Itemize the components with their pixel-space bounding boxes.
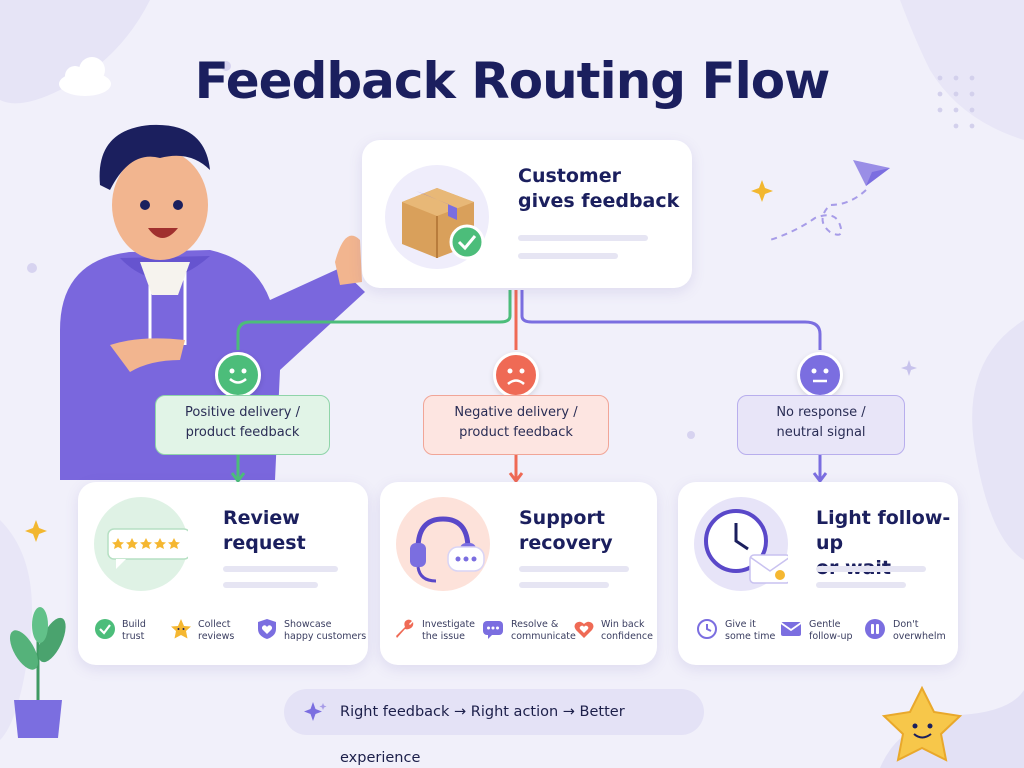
wrench-icon [396, 619, 414, 638]
footer-dont-overwhelm: Don't overwhelm [893, 619, 946, 642]
positive-feedback-label: Positive delivery / product feedback [155, 395, 330, 455]
footer-investigate: Investigate the issue [422, 619, 476, 642]
support-recovery-title: Support recovery [519, 507, 613, 554]
person-illustration [60, 124, 365, 480]
placeholder-line [519, 582, 609, 588]
sparkle-icon [901, 360, 917, 376]
footer-collect-reviews: Collect reviews [198, 619, 235, 642]
five-star-review-icon [94, 497, 188, 591]
star-face-icon [171, 619, 191, 639]
footer-build-trust: Build trust [122, 619, 146, 642]
sad-face-icon [493, 352, 539, 398]
plant-illustration [10, 607, 66, 738]
footer-win-back: Win back confidence [601, 619, 654, 642]
summary-banner-text: Right feedback → Right action → Better e… [340, 704, 625, 766]
sparkle-icon [304, 702, 327, 721]
happy-face-icon [215, 352, 261, 398]
footer-showcase: Showcase happy customers [284, 619, 367, 642]
neutral-face-icon [797, 352, 843, 398]
light-follow-up-card: Light follow-up or wait Give it some tim… [678, 482, 958, 665]
customer-feedback-card: Customer gives feedback [362, 140, 692, 288]
footer-gentle-follow-up: Gentle follow-up [809, 619, 853, 642]
sparkle-icon [751, 180, 773, 202]
footer-give-time: Give it some time [725, 619, 776, 642]
headset-chat-icon [396, 497, 490, 591]
placeholder-line [816, 566, 926, 572]
clock-icon [697, 619, 717, 639]
review-request-card: Review request Build trust Collect revie… [78, 482, 368, 665]
dot-grid-decor [937, 75, 975, 129]
placeholder-line [223, 582, 318, 588]
placeholder-line [223, 566, 338, 572]
cloud-icon [59, 57, 111, 96]
placeholder-line [518, 253, 618, 259]
paper-plane-icon [769, 160, 890, 241]
pause-icon [865, 619, 885, 639]
package-check-icon [385, 165, 489, 269]
check-circle-icon [95, 619, 115, 639]
heart-shield-icon [258, 619, 276, 639]
placeholder-line [518, 235, 648, 241]
summary-banner: Right feedback → Right action → Better e… [284, 689, 704, 766]
star-mascot-illustration [881, 685, 963, 762]
review-request-title: Review request [223, 507, 306, 554]
sparkle-icon [25, 520, 47, 542]
customer-feedback-title: Customer gives feedback [518, 165, 680, 212]
envelope-icon [780, 622, 802, 636]
clock-envelope-icon [694, 497, 788, 591]
support-recovery-card: Support recovery Investigate the issue R… [380, 482, 657, 665]
placeholder-line [519, 566, 629, 572]
negative-feedback-label: Negative delivery / product feedback [423, 395, 609, 455]
chat-bubble-icon [483, 621, 503, 639]
neutral-signal-label: No response / neutral signal [737, 395, 905, 455]
heart-icon [574, 621, 594, 638]
page-title: Feedback Routing Flow [194, 52, 831, 110]
placeholder-line [816, 582, 906, 588]
flow-connectors [230, 290, 828, 484]
footer-resolve: Resolve & communicate [511, 619, 576, 642]
